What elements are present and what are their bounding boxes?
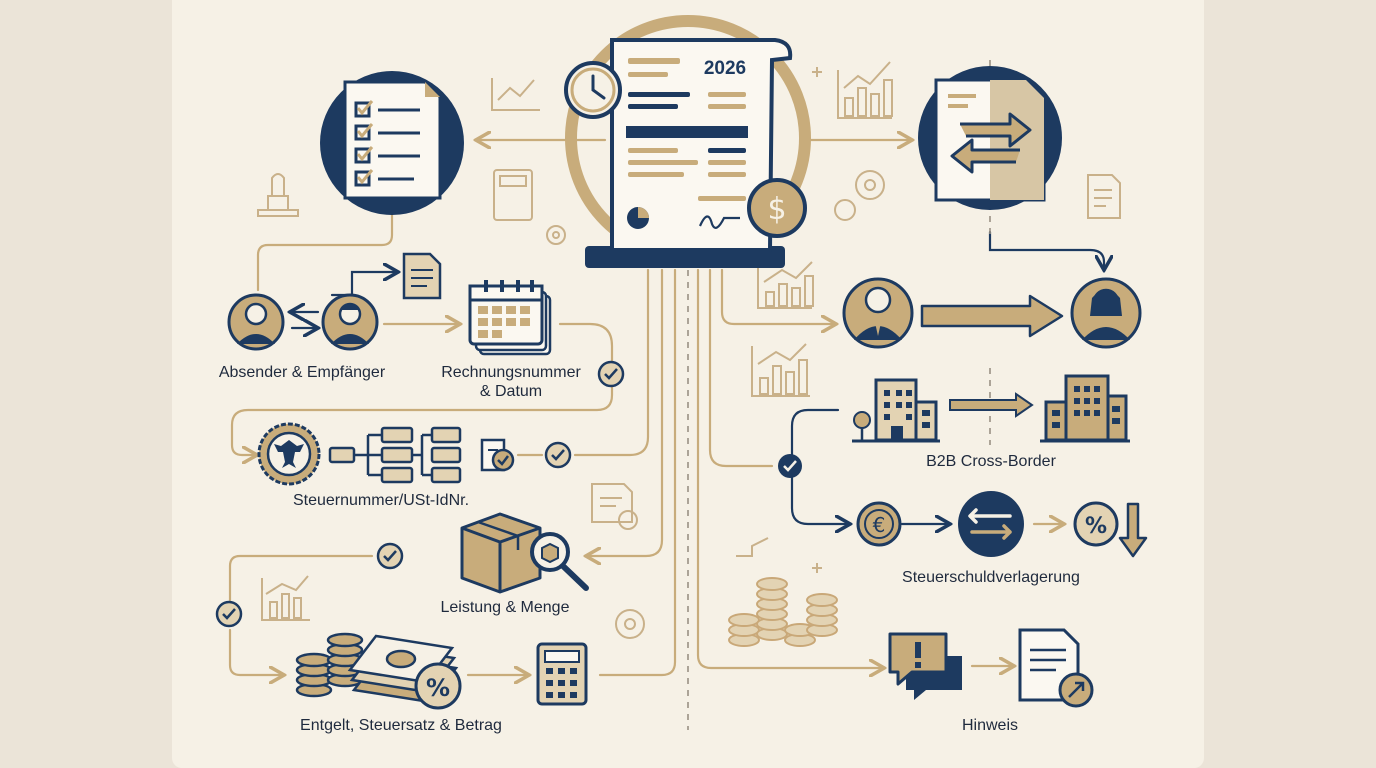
sender-avatar bbox=[227, 293, 285, 351]
document-icon bbox=[402, 252, 442, 300]
businesswoman-avatar bbox=[1070, 277, 1142, 349]
label-tax-number: Steuernummer/USt-IdNr. bbox=[292, 492, 470, 509]
label-invoice-number-date: Rechnungsnummer & Datum bbox=[441, 364, 581, 400]
calendar-icon bbox=[468, 280, 552, 356]
receiver-avatar bbox=[321, 293, 379, 351]
swap-arrows-icon bbox=[958, 491, 1024, 557]
svg-text:%: % bbox=[426, 674, 450, 702]
businessman-avatar bbox=[842, 277, 914, 349]
tax-id-structure-icon bbox=[328, 426, 515, 484]
federal-eagle-seal-icon bbox=[257, 422, 321, 486]
check-markers bbox=[215, 360, 802, 628]
coins-and-money-icon: % bbox=[295, 632, 462, 710]
decorative-icons bbox=[257, 61, 1121, 639]
building-left-icon bbox=[852, 378, 940, 443]
percent-icon: % bbox=[1073, 501, 1119, 547]
warning-speech-bubble-icon bbox=[888, 632, 962, 700]
connector-lines bbox=[228, 140, 1062, 675]
label-sender-receiver: Absender & Empfänger bbox=[218, 364, 386, 381]
down-arrow-icon bbox=[1118, 502, 1148, 558]
svg-text:%: % bbox=[1085, 514, 1107, 539]
checklist-icon bbox=[320, 71, 464, 215]
label-note: Hinweis bbox=[961, 717, 1018, 734]
invoice-year: 2026 bbox=[704, 58, 746, 79]
central-invoice: $ bbox=[564, 15, 811, 268]
label-amount-tax: Entgelt, Steuersatz & Betrag bbox=[300, 717, 502, 734]
package-icon bbox=[460, 512, 589, 594]
cross-border-arrow-icon bbox=[949, 392, 1034, 418]
label-b2b-cross-border: B2B Cross-Border bbox=[926, 453, 1056, 470]
euro-coin-icon: € bbox=[856, 501, 902, 547]
transfer-arrow-icon bbox=[920, 294, 1064, 338]
exchange-document-icon bbox=[918, 66, 1062, 210]
building-right-icon bbox=[1040, 374, 1130, 443]
svg-text:€: € bbox=[873, 513, 886, 537]
label-service-quantity: Leistung & Menge bbox=[440, 599, 570, 616]
svg-text:$: $ bbox=[767, 192, 786, 227]
calculator-icon bbox=[536, 642, 588, 706]
note-document-icon bbox=[1018, 628, 1094, 708]
coin-stacks-icon bbox=[728, 577, 838, 647]
label-reverse-charge: Steuerschuldverlagerung bbox=[902, 569, 1080, 586]
